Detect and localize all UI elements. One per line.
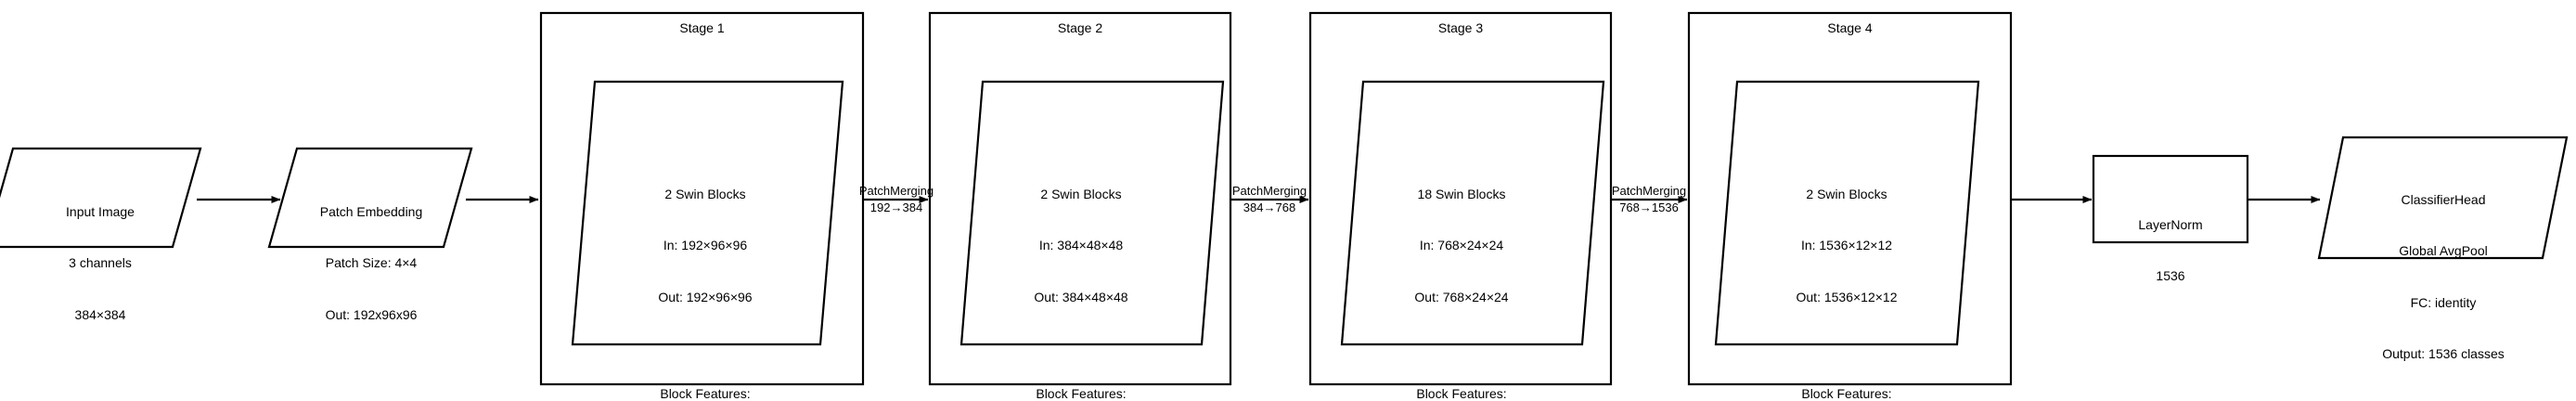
input-image-shape [0,147,202,249]
classifier-head-shape [2317,136,2569,260]
stage2-inner-shape [960,80,1225,346]
stage4-inner-shape [1714,80,1980,346]
patch-embedding-shape [267,147,473,249]
stage1-title: Stage 1 [679,20,725,35]
stage3-inner-shape [1340,80,1605,346]
layernorm-box [2092,154,2249,244]
stage1-inner-shape [571,80,844,346]
patch-merging-label-1: PatchMerging 192→384 [858,184,934,214]
patch-merging-label-2: PatchMerging 384→768 [1231,184,1307,214]
stage3-title: Stage 3 [1437,20,1484,35]
stage2-title: Stage 2 [1057,20,1103,35]
stage4-title: Stage 4 [1827,20,1873,35]
patch-merging-label-3: PatchMerging 768→1536 [1611,184,1687,214]
